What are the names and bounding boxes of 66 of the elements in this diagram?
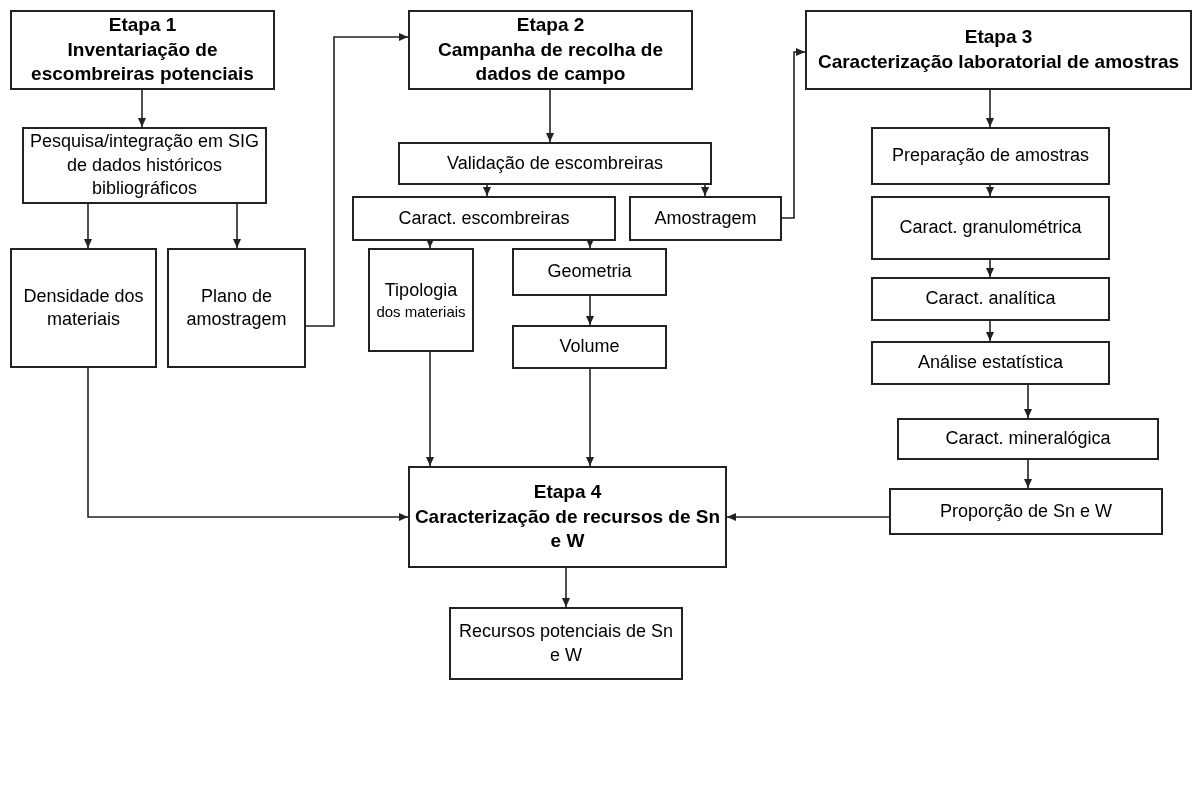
process-box bbox=[871, 127, 1110, 185]
stage-title: Etapa 3 bbox=[964, 25, 1033, 50]
arrow bbox=[586, 239, 594, 249]
arrow bbox=[986, 259, 994, 278]
step-text: Geometria bbox=[547, 260, 632, 284]
arrow bbox=[986, 184, 994, 197]
arrow bbox=[426, 351, 434, 467]
process-box bbox=[10, 248, 157, 368]
process-box bbox=[512, 248, 667, 296]
stage-title: Etapa 4 bbox=[533, 479, 602, 504]
process-box bbox=[368, 248, 474, 352]
arrow bbox=[546, 89, 554, 143]
arrow bbox=[87, 367, 409, 521]
stage-box bbox=[408, 10, 693, 90]
step-text: Caract. mineralógica bbox=[945, 427, 1111, 451]
process-box bbox=[512, 325, 667, 369]
process-box bbox=[897, 418, 1159, 460]
process-box bbox=[167, 248, 306, 368]
arrow bbox=[305, 33, 409, 327]
step-text: Tipologia bbox=[384, 278, 458, 302]
process-box bbox=[449, 607, 683, 680]
arrow bbox=[483, 184, 491, 197]
arrow bbox=[986, 89, 994, 128]
step-text: Caract. analítica bbox=[925, 287, 1056, 311]
arrow bbox=[426, 239, 434, 249]
stage-heading: Caracterização de recursos de Sn e W bbox=[414, 504, 721, 554]
step-text: Pesquisa/integração em SIG de dados históricos bibliográficos bbox=[28, 130, 261, 201]
process-box bbox=[871, 341, 1110, 385]
step-text: Plano de amostragem bbox=[185, 284, 288, 331]
process-box bbox=[398, 142, 712, 185]
stage-box bbox=[805, 10, 1192, 90]
arrow bbox=[138, 89, 146, 128]
arrow bbox=[781, 48, 806, 219]
process-box bbox=[352, 196, 616, 241]
stage-heading: Caracterização laboratorial de amostras bbox=[817, 50, 1180, 74]
process-box bbox=[871, 196, 1110, 260]
arrow bbox=[726, 513, 890, 521]
step-text: dos materiais bbox=[376, 301, 466, 322]
arrow bbox=[84, 203, 92, 249]
step-text: Volume bbox=[559, 335, 620, 359]
stage-box bbox=[10, 10, 275, 90]
arrow bbox=[586, 368, 594, 467]
stage-heading: Campanha de recolha de dados de campo bbox=[437, 37, 664, 87]
step-text: Validação de escombreiras bbox=[447, 151, 663, 175]
step-text: Densidade dos materiais bbox=[22, 284, 145, 331]
arrow bbox=[701, 184, 709, 197]
step-text: Análise estatística bbox=[917, 351, 1064, 375]
stage-heading: Inventariação de escombreiras potenciais bbox=[30, 37, 255, 87]
step-text: Caract. escombreiras bbox=[398, 206, 570, 230]
arrow bbox=[986, 320, 994, 342]
stage-title: Etapa 2 bbox=[516, 12, 585, 37]
step-text: Recursos potenciais de Sn e W bbox=[457, 620, 675, 667]
stage-title: Etapa 1 bbox=[108, 12, 177, 37]
step-text: Preparação de amostras bbox=[891, 144, 1090, 168]
process-box bbox=[629, 196, 782, 241]
arrow bbox=[1024, 384, 1032, 419]
arrow bbox=[562, 567, 570, 608]
arrow bbox=[586, 295, 594, 326]
arrow bbox=[1024, 459, 1032, 489]
process-box bbox=[871, 277, 1110, 321]
step-text: Caract. granulométrica bbox=[899, 216, 1082, 240]
process-box bbox=[889, 488, 1163, 535]
step-text: Amostragem bbox=[654, 206, 757, 230]
arrow bbox=[233, 203, 241, 249]
stage-box bbox=[408, 466, 727, 568]
step-text: Proporção de Sn e W bbox=[939, 499, 1113, 523]
